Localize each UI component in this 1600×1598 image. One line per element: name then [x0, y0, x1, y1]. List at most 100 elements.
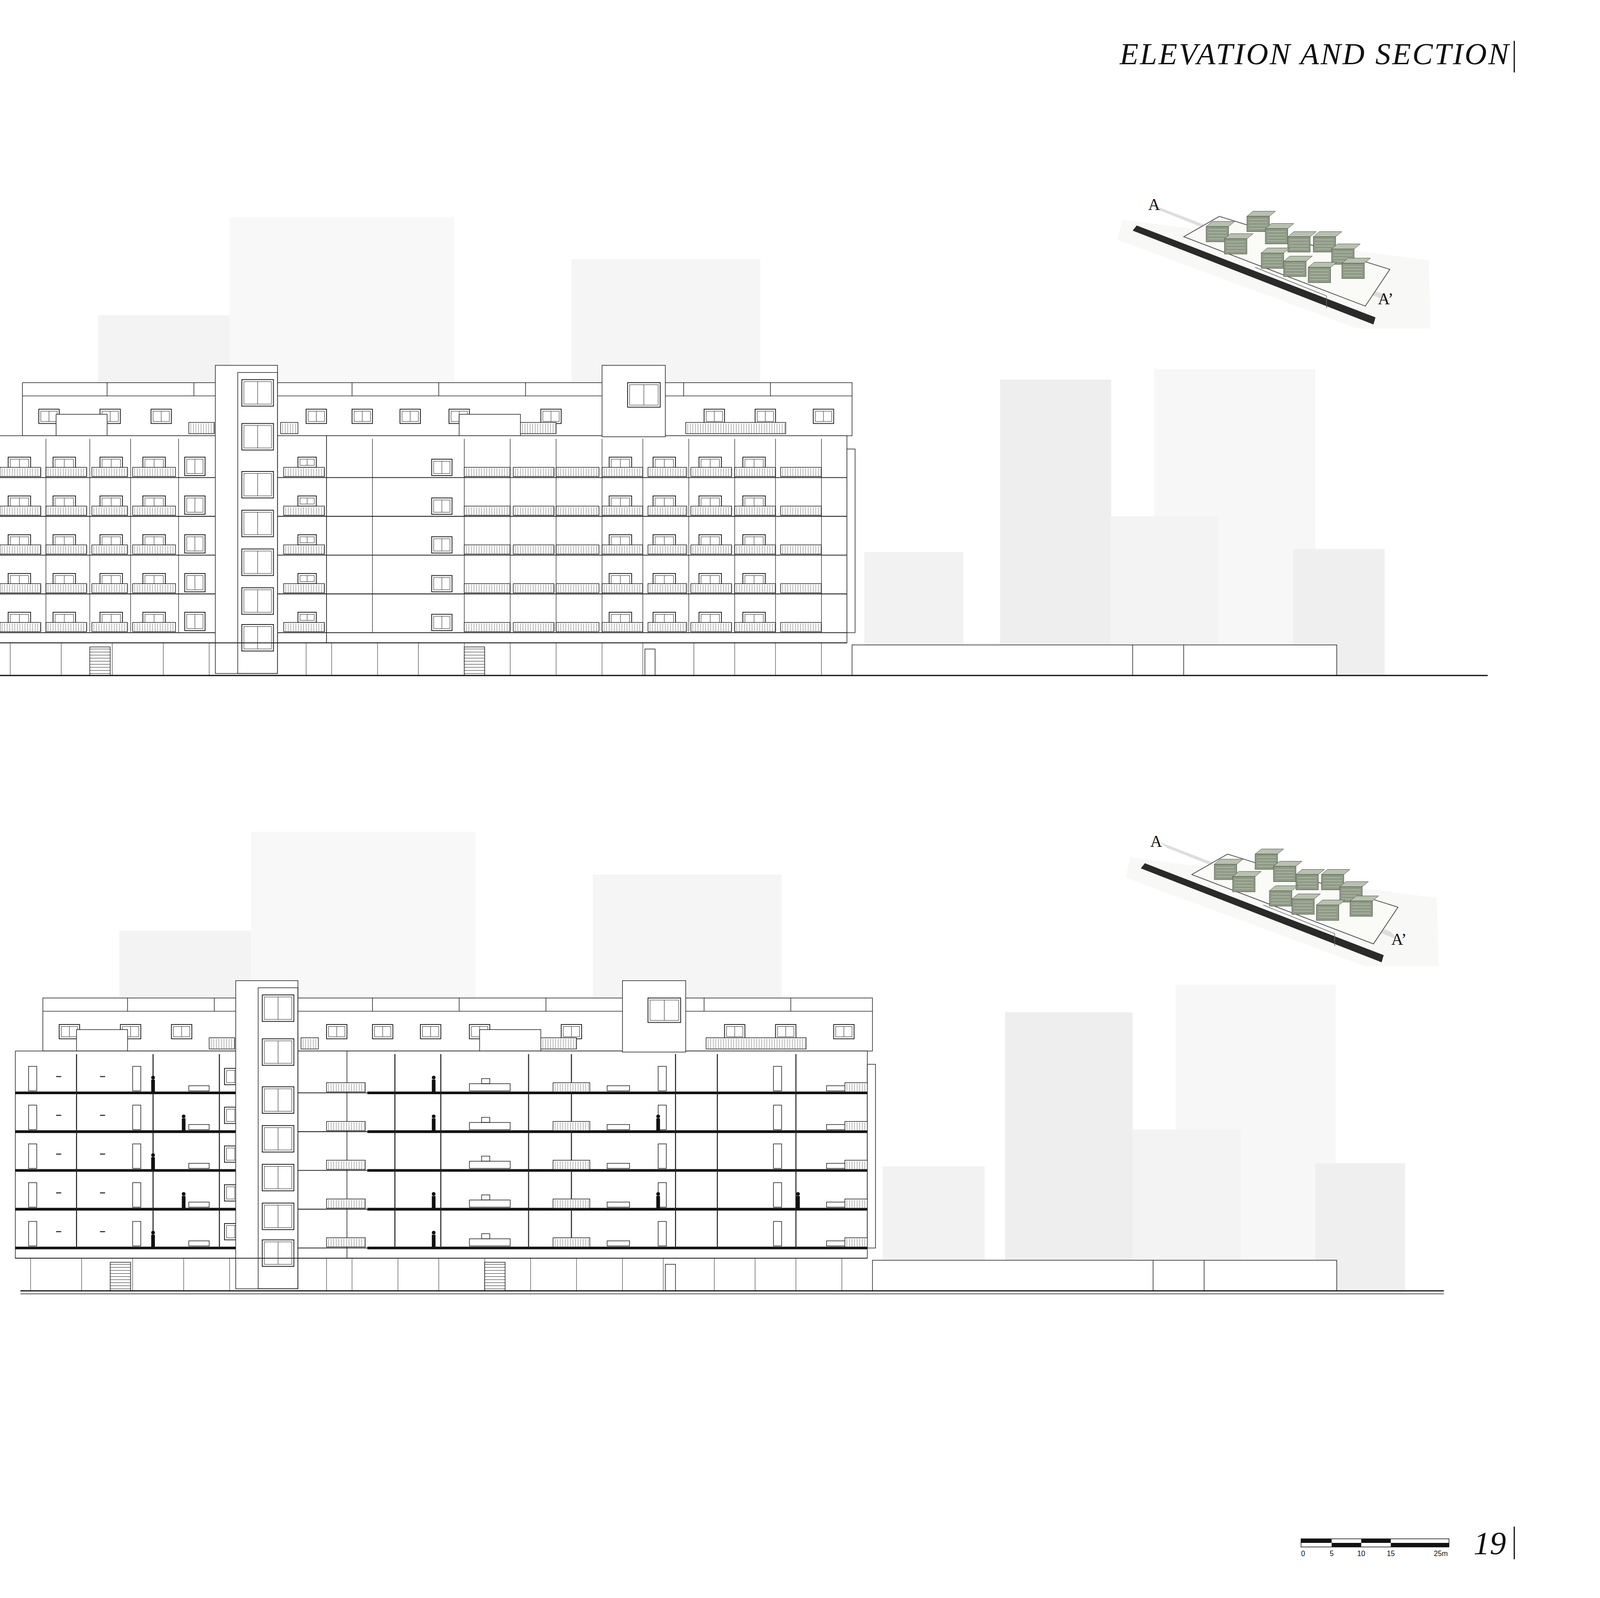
line — [812, 623, 814, 632]
line — [287, 623, 289, 632]
line — [78, 545, 79, 554]
line — [308, 545, 309, 554]
line — [194, 575, 195, 590]
line — [761, 423, 762, 434]
line — [144, 545, 146, 554]
line — [310, 1038, 312, 1049]
line — [734, 1026, 736, 1037]
line — [565, 1122, 566, 1131]
line — [30, 468, 31, 477]
line — [555, 423, 556, 434]
line — [106, 545, 108, 554]
roof-parapet — [459, 414, 521, 436]
line — [545, 997, 547, 1012]
line — [219, 1170, 220, 1209]
line — [675, 584, 676, 593]
line — [6, 468, 8, 477]
block — [326, 435, 848, 644]
line — [802, 623, 804, 632]
line — [562, 1199, 563, 1208]
window-frame — [726, 1026, 743, 1037]
line — [718, 1038, 719, 1049]
line — [358, 1160, 360, 1170]
line — [851, 1122, 853, 1131]
line — [542, 423, 543, 434]
line — [316, 545, 317, 554]
line — [555, 516, 557, 555]
line — [769, 584, 771, 593]
line — [734, 642, 736, 676]
line — [532, 623, 534, 632]
line — [68, 584, 69, 593]
line — [149, 506, 151, 516]
line — [163, 642, 164, 676]
balcony-railing — [648, 622, 687, 632]
line — [60, 545, 62, 554]
line — [751, 468, 753, 477]
line — [672, 584, 674, 593]
line — [552, 1038, 554, 1049]
line — [73, 623, 74, 632]
line — [499, 623, 500, 632]
line — [532, 545, 534, 554]
line — [300, 584, 302, 593]
line — [583, 545, 584, 554]
line — [93, 584, 95, 593]
line — [643, 384, 645, 406]
line — [42, 1010, 873, 1012]
balcony-railing — [556, 622, 599, 632]
boundary-wall — [872, 1260, 1337, 1291]
line — [134, 506, 135, 516]
line — [130, 1026, 131, 1037]
line — [525, 545, 526, 554]
line — [741, 468, 742, 477]
balcony-railing — [602, 467, 644, 477]
line — [705, 423, 706, 434]
line — [591, 623, 592, 632]
bed — [188, 1201, 210, 1207]
line — [213, 423, 215, 434]
line — [596, 623, 597, 632]
line — [471, 623, 472, 632]
line — [137, 506, 138, 516]
line — [537, 623, 539, 632]
line — [86, 623, 87, 632]
line — [707, 545, 709, 554]
line — [580, 545, 582, 554]
balcony-railing — [0, 467, 41, 477]
line — [89, 651, 111, 653]
balcony-railing — [648, 544, 687, 554]
line — [849, 1083, 850, 1092]
window — [627, 382, 661, 408]
line — [522, 468, 524, 477]
line — [170, 623, 171, 632]
line — [785, 545, 786, 554]
balcony-railing — [326, 1082, 366, 1092]
line — [440, 1131, 442, 1171]
line — [550, 545, 552, 554]
line — [55, 545, 57, 554]
line — [154, 506, 156, 516]
line — [353, 1160, 355, 1170]
line — [585, 1122, 587, 1131]
line — [86, 545, 87, 554]
line — [98, 468, 100, 477]
line — [572, 1199, 574, 1208]
line — [548, 468, 549, 477]
line — [770, 382, 771, 396]
window — [241, 423, 274, 450]
line — [321, 623, 322, 632]
line — [851, 1160, 853, 1170]
line — [573, 506, 574, 516]
line — [293, 623, 294, 632]
line — [618, 584, 620, 593]
balcony-railing — [132, 622, 176, 632]
line — [527, 423, 528, 434]
line — [464, 516, 465, 555]
line — [351, 1122, 352, 1131]
line — [552, 423, 554, 434]
line — [734, 555, 736, 594]
line — [338, 1160, 339, 1170]
window — [241, 548, 274, 576]
line — [522, 623, 524, 632]
